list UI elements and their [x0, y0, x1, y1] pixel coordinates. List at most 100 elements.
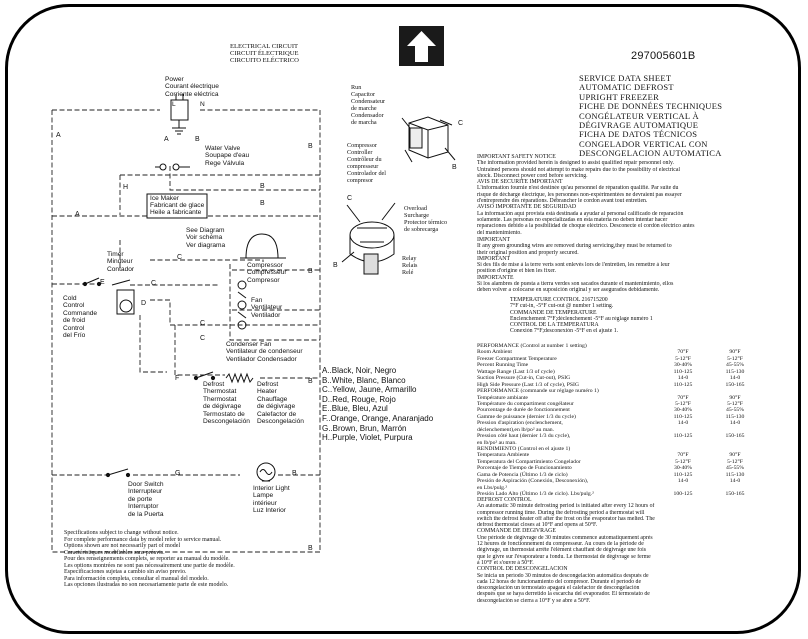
- cold-control-line: Control: [63, 324, 85, 332]
- performance-value-90f: 150-165: [725, 381, 745, 388]
- performance-value-90f: 5-12°F: [727, 458, 743, 465]
- wire-label: B: [308, 545, 313, 552]
- performance-value-90f: 14-0: [729, 375, 741, 382]
- defrost-line: descongelación se cierra a 10°F y se abr…: [477, 597, 591, 604]
- sheet-title: SERVICE DATA SHEET AUTOMATIC DEFROST UPR…: [579, 73, 722, 159]
- safety-line: d'entreprendre des réparations. Débranch…: [477, 198, 648, 205]
- ground-line: IMPORTANT: [477, 255, 511, 262]
- fan-line: Ventilateur: [251, 304, 283, 312]
- performance-row: en Lbs/pulg.²: [477, 485, 767, 491]
- sheet-title-line: UPRIGHT FREEZER: [579, 91, 660, 102]
- performance-row: Pression côté haut (dernier 1/3 du cycle…: [477, 433, 767, 439]
- performance-row: Presión de Aspiración (Conexión, Descone…: [477, 478, 767, 484]
- performance-label: Percent Running Time: [477, 362, 529, 369]
- ground-line: If any green grounding wires are removed…: [477, 243, 672, 250]
- performance-label: Presión de Aspiración (Conexión, Descone…: [477, 478, 589, 485]
- wire-label: D: [141, 300, 147, 307]
- performance-label: Gama de Potencia (Último 1/3 de ciclo): [477, 471, 568, 478]
- temperature-control: TEMPERATURE CONTROL 216715200 7°F cut-in…: [510, 297, 770, 335]
- run-capacitor-line: de marche: [351, 105, 377, 112]
- circuit-title-line: CIRCUITO ELÉCTRICO: [230, 56, 299, 64]
- see-diagram-line: Voir schéma: [186, 234, 223, 242]
- performance-value-70f: 100-125: [673, 491, 693, 498]
- power-line: Courant électrique: [165, 83, 219, 91]
- color-legend-item: G..Brown, Brun, Marrón: [322, 423, 407, 433]
- water-valve-line: Soupape d'eau: [205, 152, 250, 160]
- performance-value-70f: 70°F: [677, 394, 689, 401]
- condenser-fan-line: Ventilateur de condenseur: [226, 348, 303, 356]
- performance-value-70f: 70°F: [677, 452, 689, 459]
- sheet-title-line: CONGELADOR VERTICAL CON: [579, 138, 708, 149]
- spec-line: Les options montrées ne sont pas nécessa…: [64, 562, 235, 569]
- overload-line: Protector térmico: [404, 219, 448, 226]
- performance-value-70f: 30-40%: [673, 465, 692, 472]
- performance-value-90f: 150-165: [725, 433, 745, 440]
- color-legend-item: E..Blue, Bleu, Azul: [322, 404, 388, 414]
- safety-line: risque de décharge électrique, les perso…: [477, 191, 682, 198]
- performance-row: RENDIMIENTO (Control en el ajuste 1): [477, 446, 767, 452]
- timer-label: Timer Minuteur Contador: [107, 251, 134, 273]
- safety-line: L'information fournie n'est destinée qu'…: [477, 185, 679, 192]
- timer-line: Timer: [107, 251, 124, 258]
- performance-label: Temperatura del Compartimiento Congelado…: [477, 458, 581, 465]
- wire-label: A: [56, 132, 61, 139]
- defrost-line: COMMANDE DE DÉGIVRAGE: [477, 528, 556, 535]
- condenser-fan-line: Ventilador Condensador: [226, 355, 297, 363]
- power-terminal-l: L: [172, 101, 176, 108]
- compressor-controller-line: Contrôleur du: [347, 156, 382, 163]
- spec-line: Especificaciones sujetas a cambio sin av…: [64, 569, 187, 575]
- wire-label: B: [308, 143, 313, 150]
- performance-value-70f: 110-125: [673, 433, 693, 440]
- timer-line: Minuteur: [107, 258, 133, 266]
- spec-line: Specifications subject to change without…: [64, 530, 179, 536]
- overload-line: de sobrecarga: [404, 226, 439, 233]
- see-diagram-line: See Diagram: [186, 227, 225, 234]
- compressor-controller-line: Controlador del: [347, 170, 387, 177]
- spec-line: Options shown are not necessarily part o…: [64, 543, 181, 549]
- compressor-controller-line: Compressor: [347, 142, 377, 149]
- specifications-note: Specifications subject to change without…: [64, 530, 235, 589]
- performance-row: Percent Running Time 30-40% 45-55%: [477, 362, 767, 368]
- defrost-line: switch the defrost heater off after the …: [477, 515, 655, 522]
- sheet-title-line: DESCONGELACION AUTOMATICA: [579, 148, 722, 159]
- defrost-thermostat-line: de dégivrage: [203, 403, 242, 411]
- wire-color-legend: A..Black, Noir, Negro B..White, Blanc, B…: [322, 366, 433, 443]
- defrost-thermostat-line: Descongelación: [203, 418, 250, 426]
- defrost-heater-line: Calefactor de: [257, 410, 297, 418]
- performance-value-70f: 30-40%: [673, 362, 692, 369]
- wire-label: C: [200, 335, 206, 342]
- compressor-controller-line: Controller: [347, 149, 373, 156]
- temp-control-line: Conexión 7°F;desconexión -5°F en el ajus…: [510, 328, 619, 335]
- ice-maker-label: Ice Maker Fabricant de glace Heile a fab…: [150, 195, 204, 217]
- compressor-controller-label: Compressor Controller Contrôleur du comp…: [347, 142, 386, 184]
- performance-value-70f: 14-0: [677, 375, 689, 382]
- performance-label: Freezer Compartment Temperature: [477, 355, 557, 362]
- performance-value-90f: 150-165: [725, 491, 745, 498]
- sheet-title-line: FICHA DE DATOS TÉCNICOS: [579, 129, 698, 140]
- wire-label: C: [151, 280, 157, 287]
- defrost-line: compressor running time. During the defr…: [477, 509, 645, 516]
- wire-label: C: [458, 120, 464, 127]
- interior-light-label: Interior Light Lampe intérieur Luz Inter…: [253, 485, 290, 515]
- door-switch-label: Door Switch Interrupteur de porte Interr…: [128, 481, 164, 518]
- power-line: Corriente eléctrica: [165, 90, 219, 98]
- performance-value-90f: 115-130: [725, 413, 745, 420]
- wire-label: B: [195, 136, 200, 143]
- performance-value-90f: 45-55%: [725, 362, 744, 369]
- relay-line: Relais: [402, 262, 418, 269]
- wire-label: B: [292, 470, 297, 477]
- defrost-thermostat-line: Termostato de: [203, 410, 245, 418]
- performance-value-70f: 110-125: [673, 381, 693, 388]
- performance-value-70f: 5-12°F: [675, 355, 691, 362]
- interior-light-line: Luz Interior: [253, 507, 286, 515]
- cold-control-label: Cold Control Commande de froid Control d…: [63, 295, 97, 339]
- color-legend-item: B..White, Blanc, Blanco: [322, 375, 406, 385]
- performance-row: Suction Pressure (Cut-in, Cut-out), PSIG…: [477, 375, 767, 381]
- spec-line: Las opciones ilustradas no son necesaria…: [64, 582, 229, 588]
- relay-line: Relay: [402, 255, 417, 262]
- performance-value-70f: 14-0: [677, 420, 689, 427]
- performance-value-70f: 5-12°F: [675, 400, 691, 407]
